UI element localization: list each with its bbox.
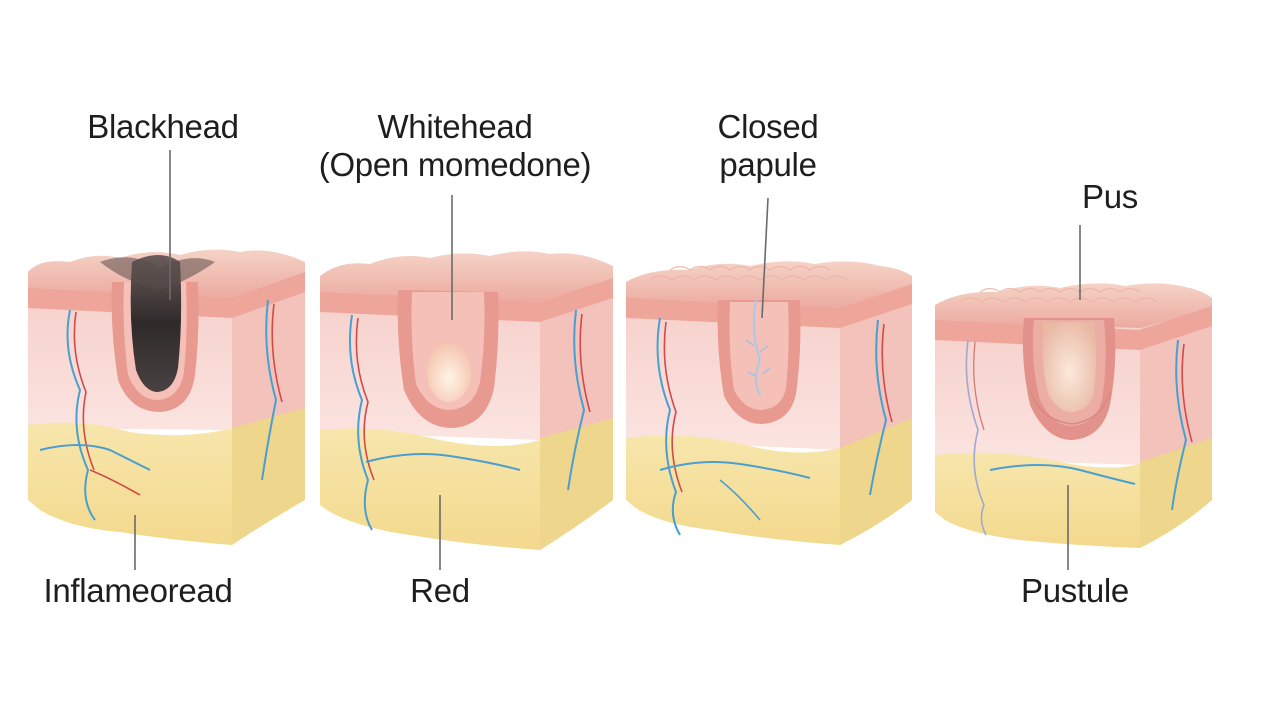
closed-papule-label: Closed papule <box>668 108 868 184</box>
whitehead-label: Whitehead (Open momedone) <box>280 108 630 184</box>
closed-papule-skin-block <box>626 261 912 545</box>
closed-papule-leader-line <box>761 197 769 319</box>
blackhead-skin-block <box>28 249 305 545</box>
pustule-label: Pustule <box>1021 572 1129 609</box>
whitehead-label-line2: (Open momedone) <box>318 146 592 183</box>
pustule-skin-block <box>935 283 1212 548</box>
red-label: Red <box>410 572 470 609</box>
closed-papule-label-line2: papule <box>719 146 817 183</box>
closed-papule-label-line1: Closed <box>717 108 819 145</box>
inflamed-label: Inflameoread <box>43 572 233 609</box>
whitehead-label-line1: Whitehead <box>377 108 533 145</box>
blackhead-label: Blackhead <box>87 108 239 145</box>
whitehead-skin-block <box>320 251 613 550</box>
pus-label: Pus <box>1082 178 1138 215</box>
